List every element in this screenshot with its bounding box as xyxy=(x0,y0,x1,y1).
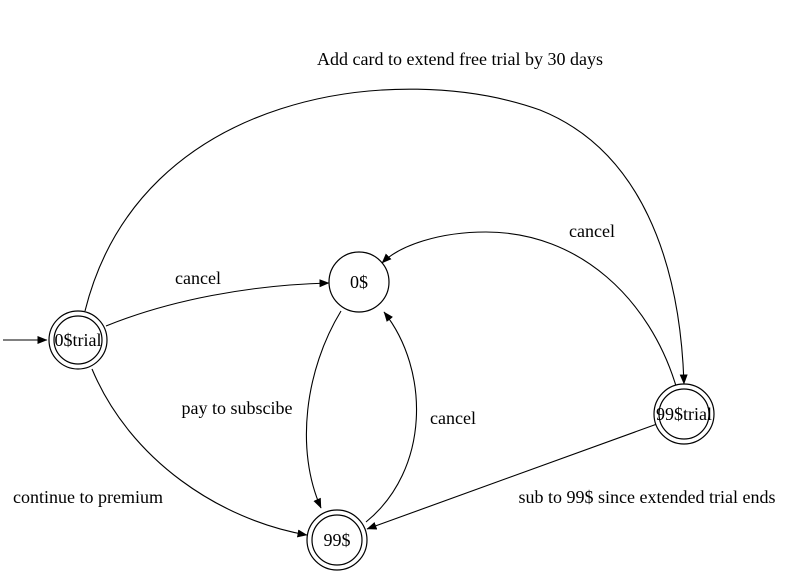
state-0-trial-inner-circle xyxy=(53,315,103,365)
state-99-inner-circle xyxy=(311,514,363,566)
edge-continue-to-premium xyxy=(91,368,308,538)
edge-cancel-from-trial xyxy=(105,279,330,327)
state-0-circle xyxy=(328,251,390,313)
states: 0$trial 0$ 99$trial 99$ xyxy=(48,251,715,571)
label-continue-to-premium: continue to premium xyxy=(13,487,163,507)
label-cancel-from-ext-trial: cancel xyxy=(569,221,615,241)
label-pay-to-subscribe: pay to subscibe xyxy=(182,398,293,418)
edge-cancel-from-99 xyxy=(365,311,418,523)
state-0-trial-label: 0$trial xyxy=(55,330,102,350)
state-99-label: 99$ xyxy=(324,530,351,550)
state-99: 99$ xyxy=(306,509,368,571)
state-0: 0$ xyxy=(328,251,390,313)
edge-cancel-from-ext-trial xyxy=(381,231,677,387)
edge-sub-after-ext-trial xyxy=(366,423,658,530)
edge-pay-to-subscribe xyxy=(305,310,342,509)
label-extend-trial: Add card to extend free trial by 30 days xyxy=(317,49,603,69)
state-99-trial-inner-circle xyxy=(658,388,710,440)
state-99-trial-label: 99$trial xyxy=(656,404,712,424)
state-0-trial: 0$trial xyxy=(48,310,108,370)
edge-extend-trial xyxy=(84,88,688,385)
label-cancel-from-trial: cancel xyxy=(175,268,221,288)
label-sub-after-ext-trial: sub to 99$ since extended trial ends xyxy=(519,487,776,507)
transitions xyxy=(3,88,688,538)
state-0-label: 0$ xyxy=(350,272,368,292)
transition-labels: Add card to extend free trial by 30 days… xyxy=(13,49,775,507)
label-cancel-from-99: cancel xyxy=(430,408,476,428)
state-99-trial: 99$trial xyxy=(653,383,715,445)
